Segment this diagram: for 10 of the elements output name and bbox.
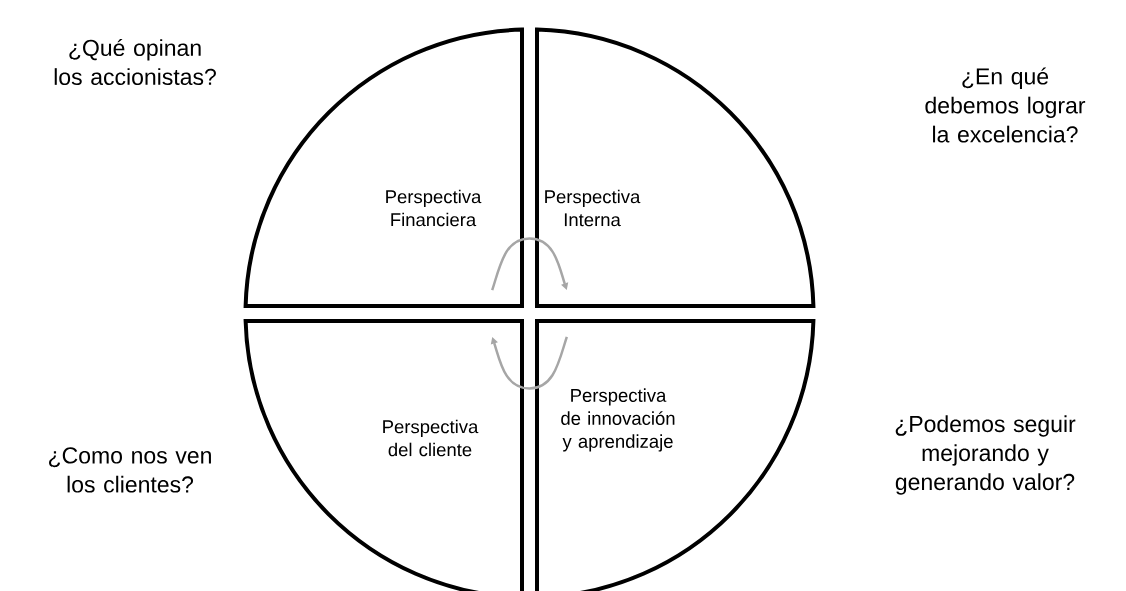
quadrant-sector: Perspectiva Interna (535, 27, 816, 308)
question-text: ¿En qué debemos lograr la excelencia? (925, 67, 1086, 143)
cycle-arrow (491, 237, 569, 291)
quadrant-sector: Perspectiva Financiera (243, 27, 524, 308)
question-text: ¿Podemos seguir mejorando y generando valor? (895, 415, 1076, 495)
question-text: ¿Como nos ven los clientes? (49, 447, 211, 493)
quadrant-sector: Perspectiva del cliente (243, 319, 524, 591)
question-text: ¿Qué opinan los accionistas? (54, 38, 216, 86)
quadrant-sector: Perspectiva de innovación y aprendizaje (535, 319, 816, 591)
cycle-arrow (490, 336, 568, 390)
